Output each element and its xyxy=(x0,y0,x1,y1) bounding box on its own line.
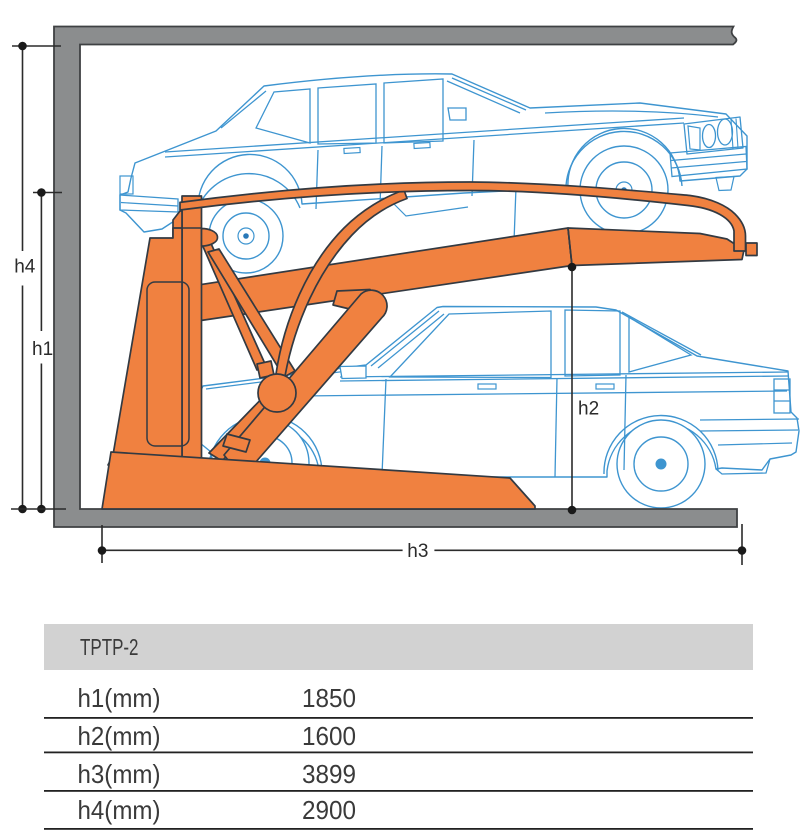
svg-text:h1(mm): h1(mm) xyxy=(78,683,161,713)
svg-text:1600: 1600 xyxy=(302,721,356,751)
svg-text:h4(mm): h4(mm) xyxy=(78,795,161,825)
svg-text:h2(mm): h2(mm) xyxy=(78,721,161,751)
svg-text:1850: 1850 xyxy=(302,683,356,713)
svg-text:TPTP-2: TPTP-2 xyxy=(80,634,139,660)
svg-text:h3: h3 xyxy=(407,541,428,562)
svg-text:h1: h1 xyxy=(32,339,53,360)
svg-text:h4: h4 xyxy=(14,257,36,278)
svg-text:3899: 3899 xyxy=(302,759,356,789)
svg-text:2900: 2900 xyxy=(302,795,356,825)
svg-text:h2: h2 xyxy=(578,399,599,420)
svg-text:h3(mm): h3(mm) xyxy=(78,759,161,789)
